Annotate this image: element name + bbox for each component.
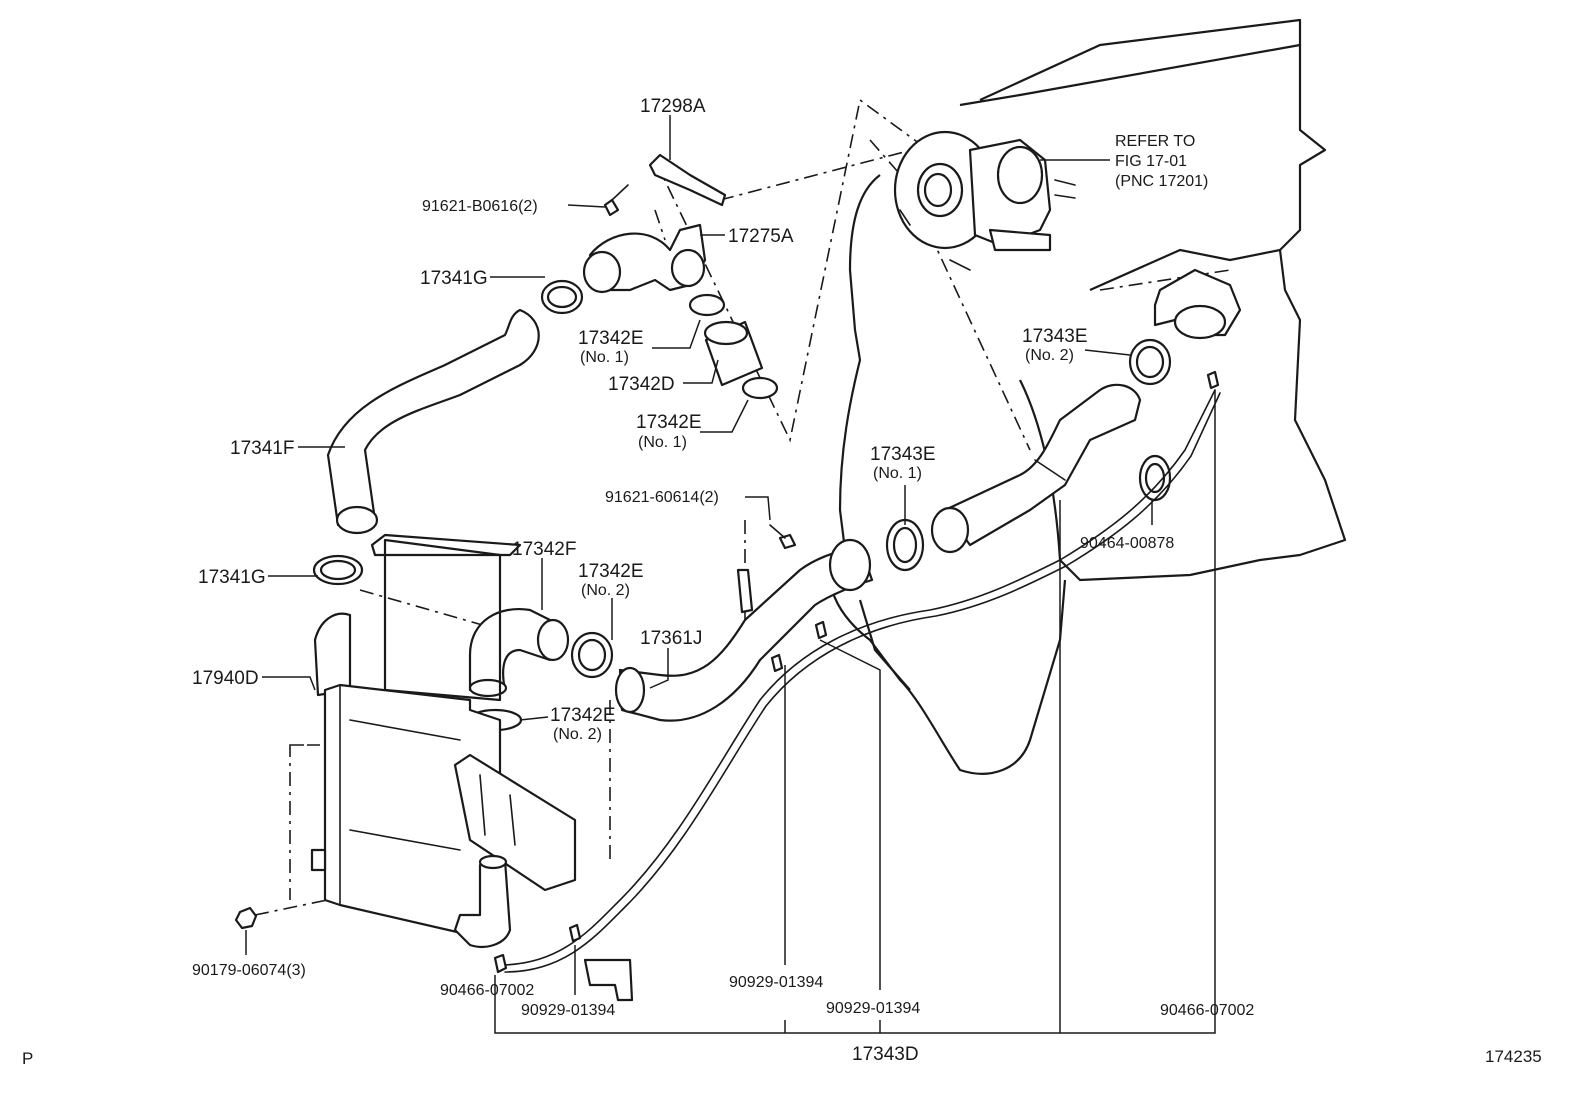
clamp-17342e-no1-b xyxy=(741,376,779,400)
label-17343e-no1: 17343E xyxy=(870,444,936,465)
label-90466-07002-left: 90466-07002 xyxy=(440,982,534,999)
label-17342e-no2-b-sub: (No. 2) xyxy=(553,726,602,743)
label-90929-01394-b: 90929-01394 xyxy=(729,974,823,991)
label-91621-60614: 91621-60614(2) xyxy=(605,489,719,506)
clamp-17342e-no1-a xyxy=(688,293,726,317)
engine-block-outline xyxy=(828,18,1347,775)
refer-note-line3: (PNC 17201) xyxy=(1115,173,1208,190)
intake-elbow xyxy=(1153,268,1242,340)
label-17342e-no2-a-sub: (No. 2) xyxy=(581,582,630,599)
upper-hoses xyxy=(326,153,779,535)
label-17342e-no2-a: 17342E xyxy=(578,561,644,582)
label-17275a: 17275A xyxy=(728,226,794,247)
label-17343d: 17343D xyxy=(852,1044,919,1065)
label-17342e-no1-a-sub: (No. 1) xyxy=(580,349,629,366)
label-17342e-no1-a: 17342E xyxy=(578,328,644,349)
label-17342e-no2-b: 17342E xyxy=(550,705,616,726)
label-90929-01394-c: 90929-01394 xyxy=(826,1000,920,1017)
figure-number: 174235 xyxy=(1485,1047,1542,1066)
nut-90179-06074 xyxy=(234,906,258,930)
label-90179-06074: 90179-06074(3) xyxy=(192,962,306,979)
label-17343e-no1-sub: (No. 1) xyxy=(873,465,922,482)
label-17342e-no1-b: 17342E xyxy=(636,412,702,433)
hose-17341f xyxy=(326,308,540,527)
bolt-91621-60614 xyxy=(769,524,797,550)
label-91621-b0616: 91621-B0616(2) xyxy=(422,198,538,215)
label-90464-00878: 90464-00878 xyxy=(1080,535,1174,552)
label-17298a: 17298A xyxy=(640,96,706,117)
turbocharger-assembly xyxy=(893,130,1076,271)
bracket-17298a xyxy=(648,153,727,207)
refer-note-line1: REFER TO xyxy=(1115,133,1195,150)
label-17361j: 17361J xyxy=(640,628,702,649)
label-90466-07002-right: 90466-07002 xyxy=(1160,1002,1254,1019)
bolt-91621-b0616 xyxy=(603,184,629,217)
label-17342e-no1-b-sub: (No. 1) xyxy=(638,434,687,451)
corner-letter: P xyxy=(22,1049,33,1068)
label-17940d: 17940D xyxy=(192,668,259,689)
refer-note-line2: FIG 17-01 xyxy=(1115,153,1187,170)
label-17343e-no2-sub: (No. 2) xyxy=(1025,347,1074,364)
label-90929-01394-a: 90929-01394 xyxy=(521,1002,615,1019)
lower-hoses xyxy=(312,338,1172,732)
label-17341f: 17341F xyxy=(230,438,294,459)
leader-lines xyxy=(245,115,1216,1034)
intercooler-top-plate xyxy=(370,533,522,557)
pipe-17361j xyxy=(618,543,874,722)
vacuum-hose-17343d xyxy=(493,370,1221,974)
label-17343e-no2: 17343E xyxy=(1022,326,1088,347)
label-17341g-bottom: 17341G xyxy=(198,567,266,588)
label-17341g-top: 17341G xyxy=(420,268,488,289)
label-17342d: 17342D xyxy=(608,374,675,395)
intercooler-17940d xyxy=(310,538,634,1002)
label-17342f: 17342F xyxy=(512,539,576,560)
part-labels: 17298A 91621-B0616(2) 17275A 17341G 1734… xyxy=(192,96,1254,1065)
